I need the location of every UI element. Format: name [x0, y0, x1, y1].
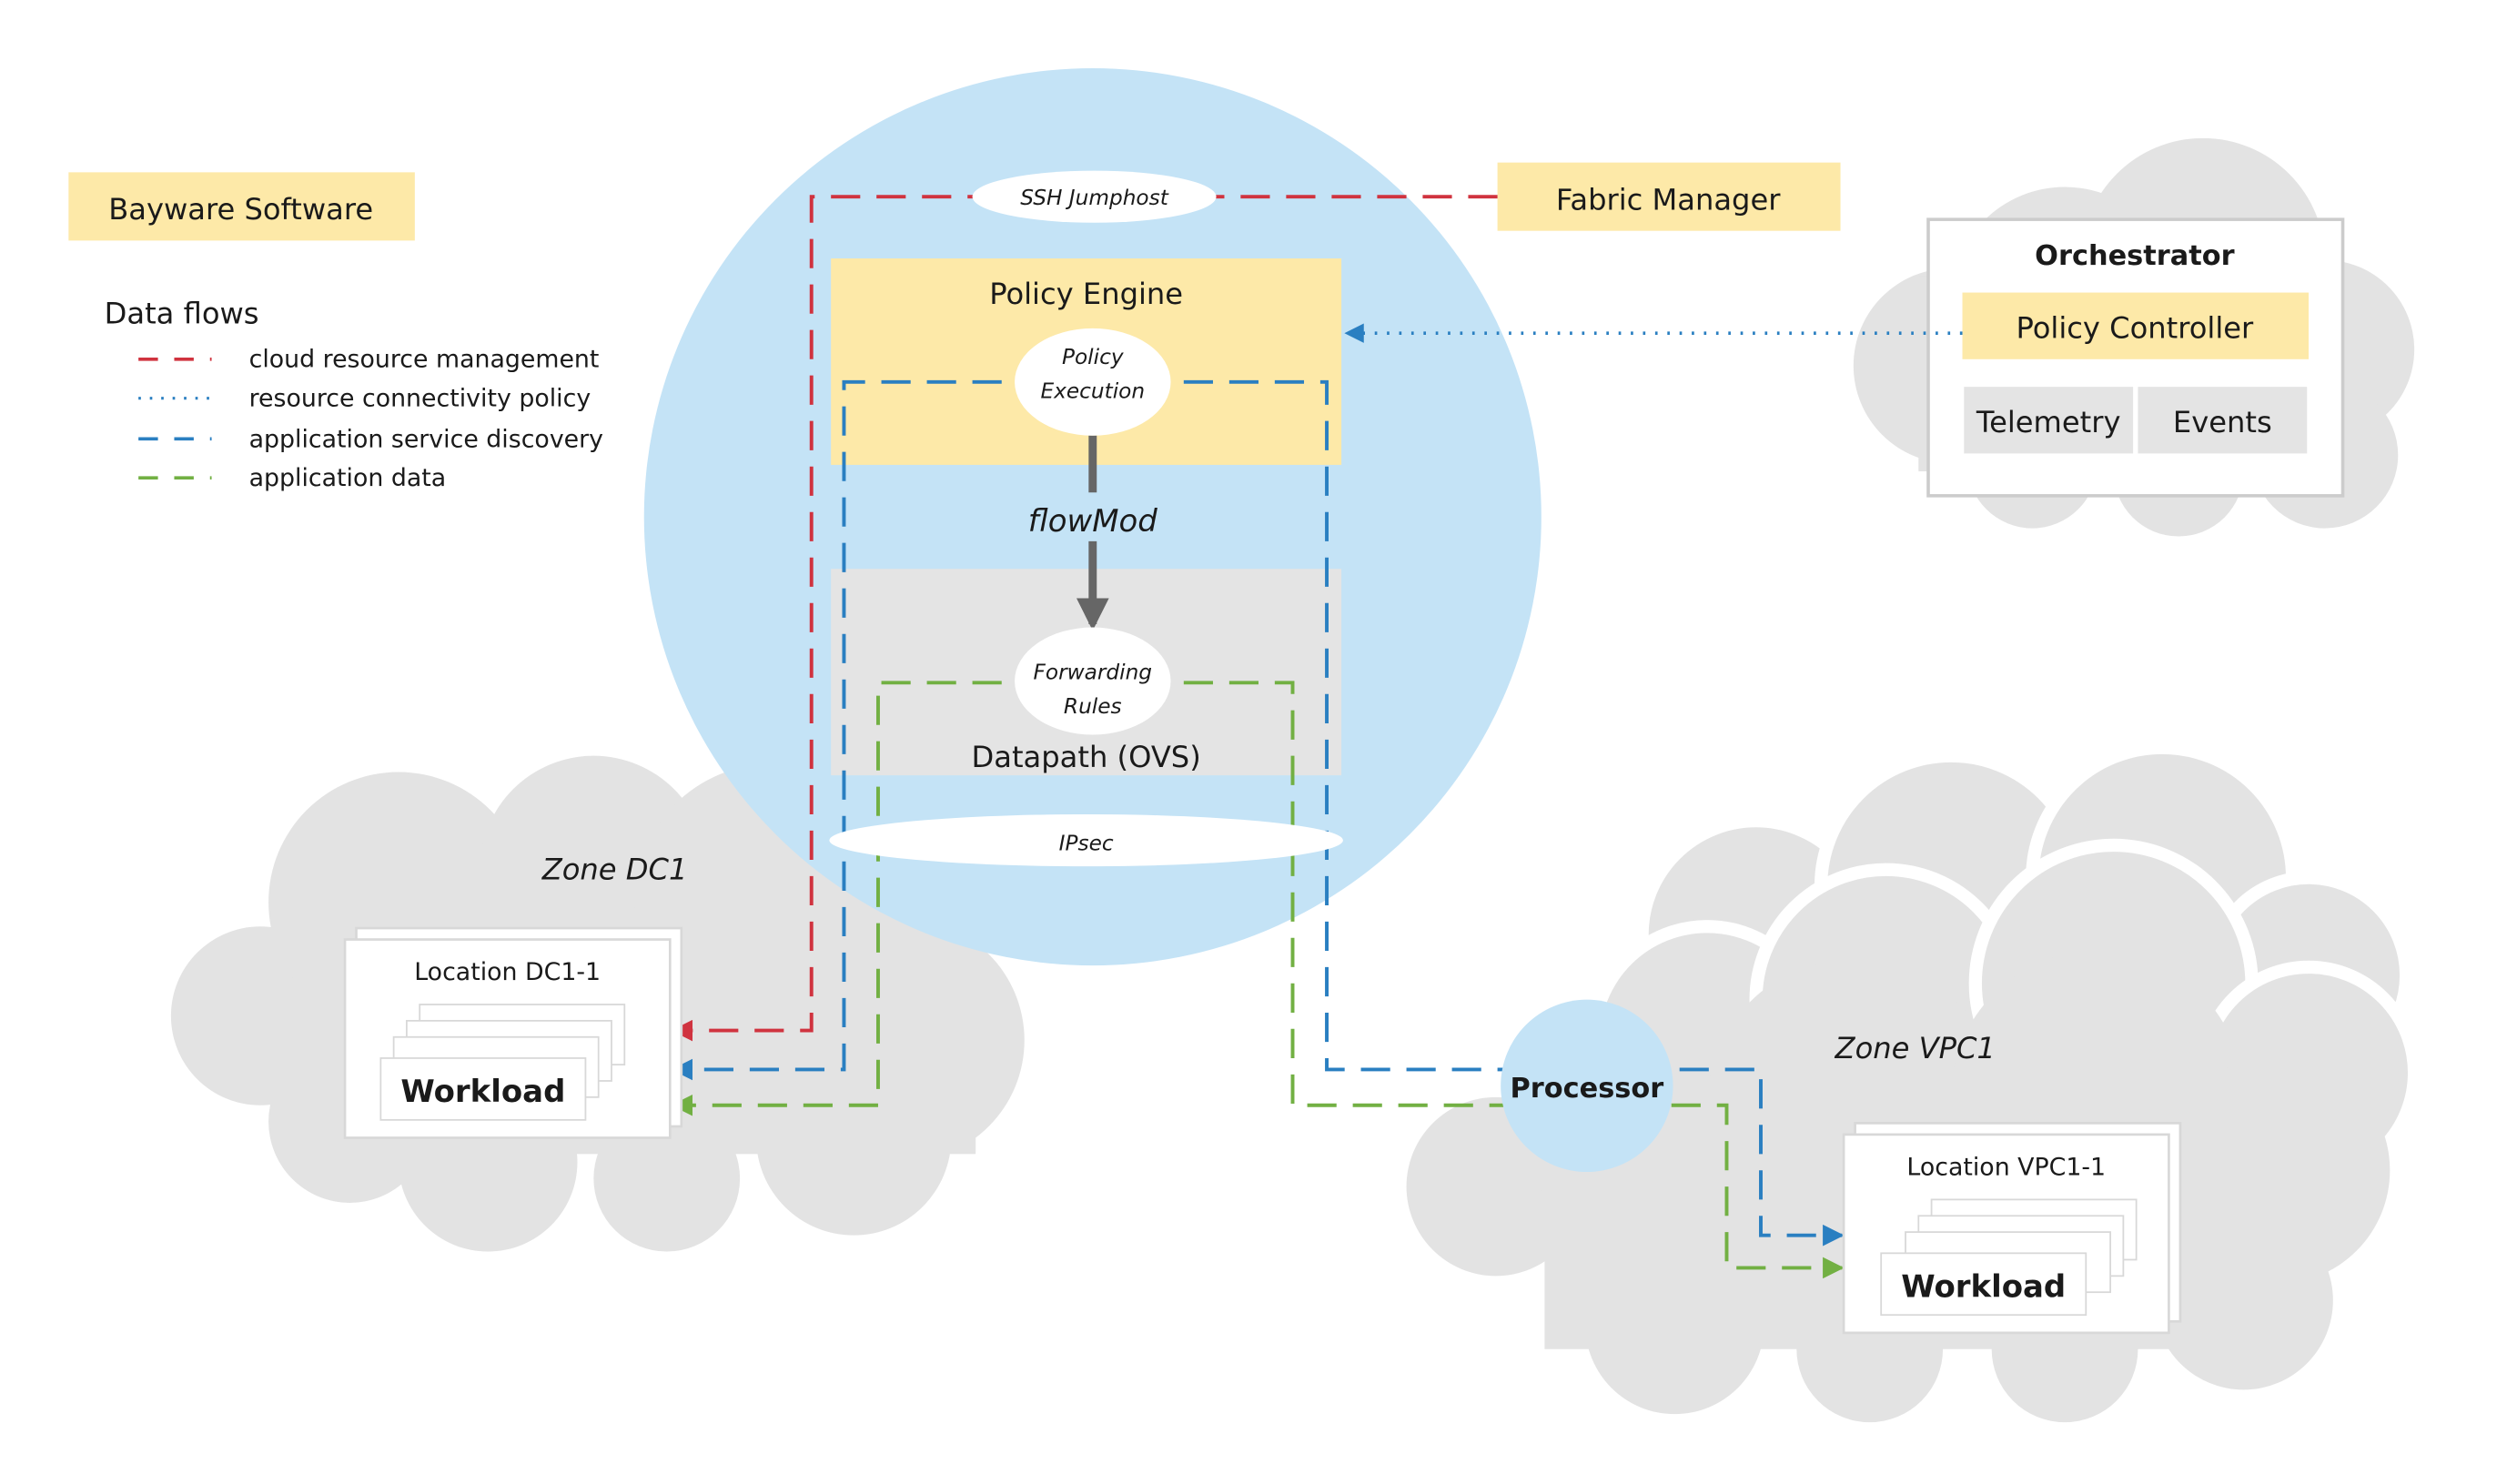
forwarding-rules-line1: Forwarding [1034, 661, 1153, 685]
policy-execution-line2: Execution [1040, 379, 1145, 404]
orchestrator-title: Orchestrator [2035, 240, 2234, 272]
policy-engine-label: Policy Engine [989, 277, 1183, 311]
processor-label: Processor [1511, 1073, 1664, 1105]
bayware-software-label: Bayware Software [108, 192, 373, 227]
flow-app-data-dc1 [671, 681, 1093, 1116]
forwarding-rules-oval[interactable] [1015, 627, 1171, 735]
flowmod-label: flowMod [1028, 503, 1157, 540]
processor-node[interactable] [1501, 999, 1673, 1173]
legend-item-label: application service discovery [249, 425, 604, 453]
legend-item-label: resource connectivity policy [249, 385, 591, 413]
workload-vpc1-label: Workload [1901, 1269, 2066, 1306]
policy-execution-oval[interactable] [1015, 328, 1171, 436]
fabric-manager-box[interactable] [1497, 162, 1841, 231]
workload-vpc1-box[interactable] [1880, 1252, 2087, 1317]
events-label: Events [2173, 405, 2272, 439]
ipsec-oval[interactable] [829, 813, 1343, 867]
telemetry-box[interactable] [1964, 387, 2134, 454]
policy-controller-label: Policy Controller [2016, 311, 2254, 346]
flow-service-discovery-dc1 [671, 379, 1093, 1081]
location-dc1-label: Location DC1-1 [414, 958, 601, 986]
ipsec-label: IPsec [1059, 831, 1114, 855]
workload-dc1-box[interactable] [379, 1057, 587, 1121]
events-box[interactable] [2138, 387, 2308, 454]
zone-vpc1-title: Zone VPC1 [1835, 1031, 1996, 1065]
datapath-label: Datapath (OVS) [972, 740, 1201, 774]
legend-title: Data flows [105, 296, 259, 330]
legend-item-label: cloud resource management [249, 346, 600, 374]
telemetry-label: Telemetry [1976, 405, 2121, 439]
zone-dc1-title: Zone DC1 [541, 852, 688, 886]
legend: cloud resource management resource conne… [138, 346, 603, 492]
ssh-jumphost-oval[interactable] [972, 170, 1217, 223]
workload-dc1-label: Workload [400, 1074, 565, 1110]
policy-execution-line1: Policy [1062, 345, 1124, 369]
location-vpc1-label: Location VPC1-1 [1906, 1154, 2106, 1182]
bayware-software-badge [68, 172, 415, 241]
policy-controller-box[interactable] [1962, 292, 2310, 359]
legend-item-label: application data [249, 464, 447, 492]
ssh-jumphost-label: SSH Jumphost [1020, 186, 1168, 210]
fabric-manager-label: Fabric Manager [1556, 182, 1781, 217]
forwarding-rules-line2: Rules [1064, 694, 1122, 719]
